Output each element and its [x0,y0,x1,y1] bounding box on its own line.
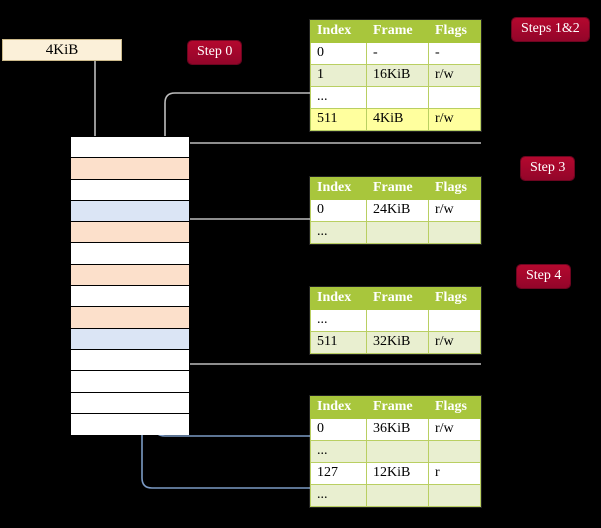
column-header-flags: Flags [428,287,481,310]
cell-frame [366,440,429,463]
cell-index: 0 [310,199,367,222]
memory-row [71,137,189,159]
badge-step-4-label: Step 4 [526,268,562,283]
cell-flags: r/w [428,331,481,354]
cell-frame: 24KiB [366,199,429,222]
table-row: ... [310,440,481,463]
cell-frame: 36KiB [366,418,429,441]
column-header-flags: Flags [428,396,481,419]
table-row: ... [310,221,481,244]
column-header-index: Index [310,396,367,419]
cell-index: 1 [310,64,367,87]
column-header-flags: Flags [428,20,481,43]
memory-row [71,158,189,180]
cell-flags [428,440,481,463]
table-row: ... [310,86,481,109]
memory-row [71,264,189,287]
cell-flags: r/w [428,64,481,87]
cell-index: 511 [310,331,367,354]
cell-flags: r [428,462,481,485]
badge-step-3-label: Step 3 [530,160,566,175]
table-row: 0-- [310,42,481,65]
cell-flags: - [428,42,481,65]
memory-row [71,286,189,308]
cell-frame: 12KiB [366,462,429,485]
badge-steps-1-2-label: Steps 1&2 [521,21,580,36]
physical-memory-column [70,136,190,436]
cell-index: ... [310,86,367,109]
cell-flags [428,86,481,109]
column-header-frame: Frame [366,287,429,310]
cell-frame [366,86,429,109]
badge-step-3: Step 3 [521,157,575,180]
cell-flags: r/w [428,108,481,131]
table-row: ... [310,309,481,332]
cell-frame [366,309,429,332]
cell-index: 127 [310,462,367,485]
cell-flags [428,221,481,244]
memory-row [71,222,189,244]
cell-index: 0 [310,42,367,65]
callout-4kib: 4KiB [2,39,122,61]
cell-flags: r/w [428,199,481,222]
memory-row [71,328,189,350]
memory-row [71,371,189,393]
memory-row [71,413,189,436]
cell-frame: - [366,42,429,65]
memory-row [71,200,189,223]
cell-flags [428,309,481,332]
badge-step-0: Step 0 [188,41,242,64]
memory-row [71,307,189,329]
column-header-index: Index [310,177,367,200]
column-header-frame: Frame [366,396,429,419]
callout-label: 4KiB [45,42,79,58]
cell-index: ... [310,484,367,507]
cell-index: ... [310,221,367,244]
cell-index: ... [310,309,367,332]
memory-row [71,392,189,414]
memory-row [71,349,189,372]
cell-index: 511 [310,108,367,131]
cell-frame: 32KiB [366,331,429,354]
badge-steps-1-2: Steps 1&2 [512,18,589,41]
badge-step-0-label: Step 0 [197,44,233,59]
column-header-index: Index [310,287,367,310]
column-header-flags: Flags [428,177,481,200]
wire-steps12-out [175,142,481,159]
memory-row [71,243,189,265]
column-header-frame: Frame [366,177,429,200]
cell-index: ... [310,440,367,463]
cell-frame: 16KiB [366,64,429,87]
memory-row [71,179,189,201]
cell-index: 0 [310,418,367,441]
cell-frame: 4KiB [366,108,429,131]
cell-flags [428,484,481,507]
cell-frame [366,484,429,507]
badge-step-4: Step 4 [517,265,571,288]
column-header-frame: Frame [366,20,429,43]
cell-frame [366,221,429,244]
table-row: ... [310,484,481,507]
column-header-index: Index [310,20,367,43]
cell-flags: r/w [428,418,481,441]
